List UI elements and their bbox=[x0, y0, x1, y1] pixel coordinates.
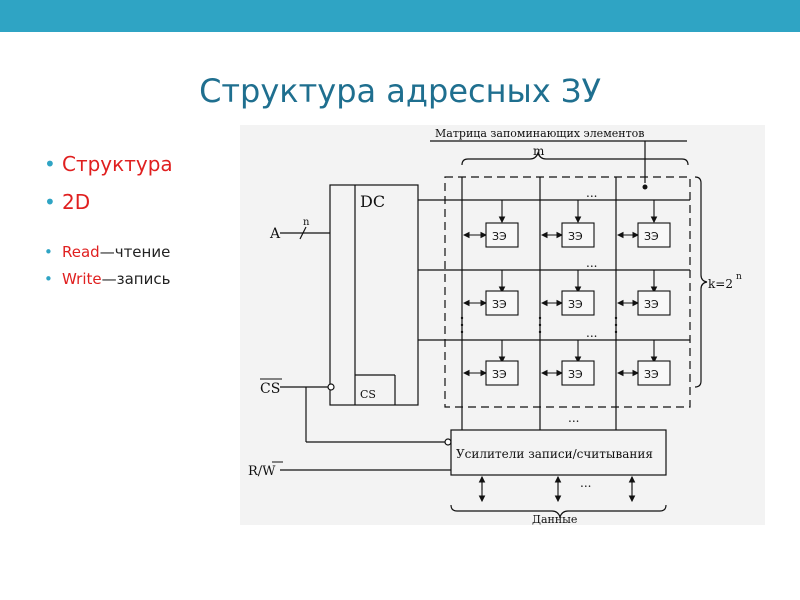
amplifier-box bbox=[450, 429, 667, 476]
bullet-icon: • bbox=[44, 243, 53, 261]
bullet-icon: • bbox=[44, 270, 53, 288]
cell-label: ЗЭ bbox=[644, 230, 659, 243]
memory-cell bbox=[540, 200, 595, 248]
memory-cell bbox=[616, 340, 671, 386]
ellipsis: ... bbox=[586, 326, 597, 340]
ellipsis: ... bbox=[586, 256, 597, 270]
rw-label: R/W bbox=[248, 464, 276, 479]
memory-structure-diagram: Матрица запоминающих элементов m DC A n … bbox=[240, 125, 765, 526]
data-label: Данные bbox=[532, 513, 577, 525]
matrix-leader-dot bbox=[642, 184, 648, 190]
matrix-dashed-box bbox=[444, 176, 691, 408]
ellipsis: ... bbox=[586, 186, 597, 200]
k-exponent: n bbox=[736, 272, 742, 282]
memory-cell bbox=[462, 200, 519, 248]
memory-cell bbox=[462, 340, 519, 386]
memory-cell bbox=[540, 340, 595, 386]
memory-cell bbox=[616, 200, 671, 248]
cs-inversion-circle bbox=[327, 383, 335, 391]
bullet-icon: • bbox=[44, 190, 56, 214]
cell-label: ЗЭ bbox=[644, 298, 659, 311]
diagram-svg: Матрица запоминающих элементов m DC A n … bbox=[248, 127, 742, 526]
bullet-item: •Write—запись bbox=[44, 266, 173, 293]
bullet-item: •Структура bbox=[44, 145, 173, 183]
cell-label: ЗЭ bbox=[492, 298, 507, 311]
ellipsis: ... bbox=[580, 476, 591, 490]
n-label: n bbox=[303, 217, 310, 228]
amplifier-label: Усилители записи/считывания bbox=[456, 447, 653, 461]
m-label: m bbox=[533, 144, 545, 158]
k-brace bbox=[694, 176, 708, 388]
matrix-label: Матрица запоминающих элементов bbox=[435, 127, 645, 140]
amp-cs-circle bbox=[444, 438, 452, 446]
bullet-spacer bbox=[44, 221, 173, 239]
top-bar bbox=[0, 0, 800, 32]
memory-cell bbox=[540, 270, 595, 316]
cell-label: ЗЭ bbox=[492, 230, 507, 243]
address-slash bbox=[299, 226, 307, 240]
address-label: A bbox=[269, 226, 281, 242]
vertical-ellipsis-group bbox=[460, 316, 618, 334]
slide-title: Структура адресных ЗУ bbox=[199, 72, 601, 110]
data-brace bbox=[450, 504, 667, 519]
cell-label: ЗЭ bbox=[568, 230, 583, 243]
decoder-box bbox=[329, 184, 419, 406]
cell-label: ЗЭ bbox=[568, 298, 583, 311]
memory-cell bbox=[616, 270, 671, 316]
k-label: k=2 bbox=[708, 277, 733, 291]
cell-label: ЗЭ bbox=[568, 368, 583, 381]
cell-label: ЗЭ bbox=[492, 368, 507, 381]
bullet-item: •Read—чтение bbox=[44, 239, 173, 266]
ellipsis: ... bbox=[568, 411, 579, 425]
bullet-item: •2D bbox=[44, 183, 173, 221]
m-brace bbox=[461, 151, 689, 166]
cell-label: ЗЭ bbox=[644, 368, 659, 381]
memory-cell bbox=[462, 270, 519, 316]
cs-pin-label: CS bbox=[360, 388, 376, 401]
cs-label: CS bbox=[260, 381, 280, 397]
decoder-label: DC bbox=[360, 192, 385, 211]
bullet-list: •Структура •2D •Read—чтение •Write—запис… bbox=[44, 145, 173, 293]
bullet-icon: • bbox=[44, 152, 56, 176]
